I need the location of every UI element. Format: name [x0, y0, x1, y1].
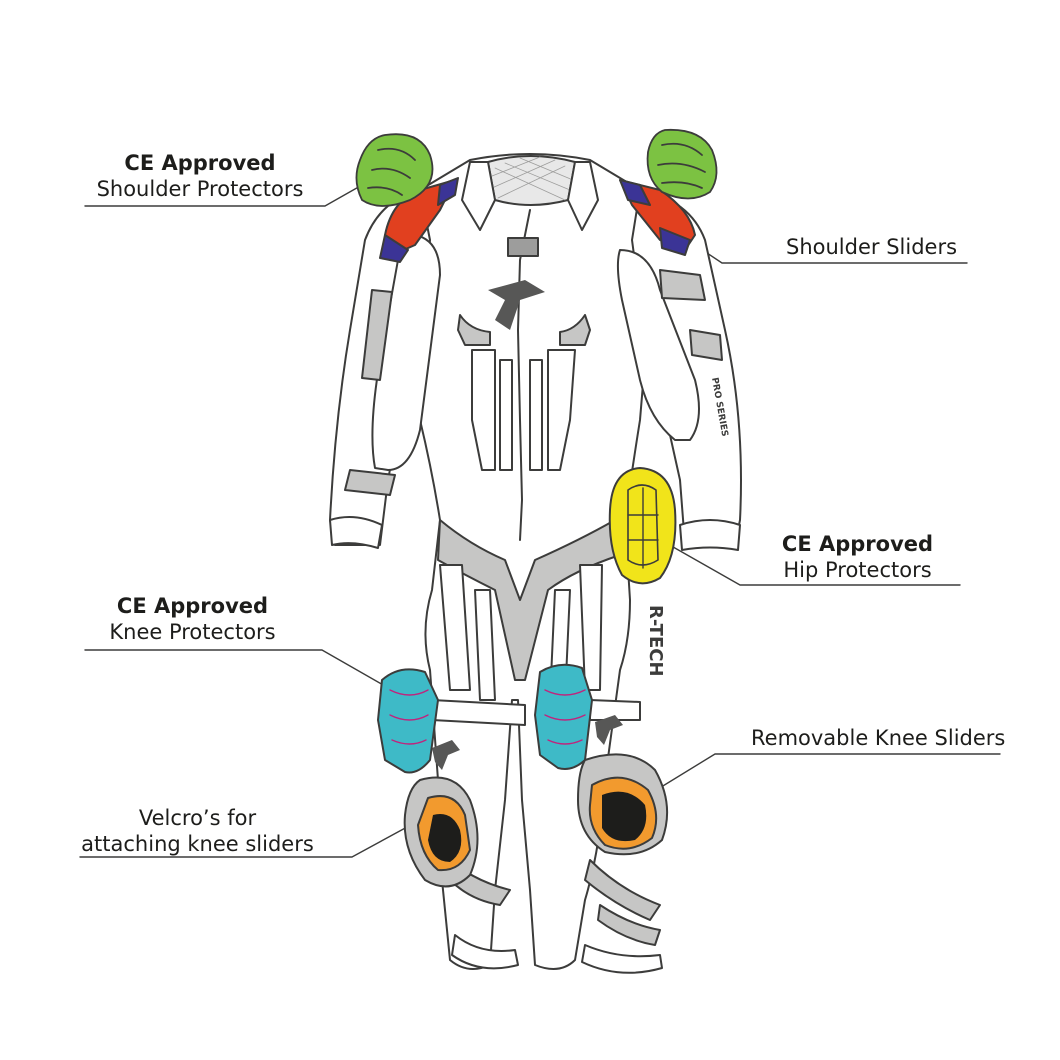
hip-protectors-title: CE Approved [781, 532, 934, 556]
right-knee-protector [534, 663, 593, 770]
hip-protectors-sub: Hip Protectors [783, 558, 932, 582]
hip-protector [608, 467, 677, 585]
shoulder-sliders [379, 177, 696, 263]
left-arm [329, 189, 441, 549]
shoulder-protectors-title: CE Approved [124, 151, 276, 175]
label-shoulder-protectors: CE Approved Shoulder Protectors [95, 150, 305, 202]
knee-sliders [403, 753, 669, 888]
shoulder-protectors [355, 128, 718, 207]
shoulder-sliders-sub: Shoulder Sliders [786, 235, 958, 259]
suit-body: R-TECH [403, 153, 666, 974]
knee-protectors-title: CE Approved [116, 594, 269, 618]
knee-protectors [377, 663, 593, 774]
leader-velcro [79, 819, 421, 858]
left-knee-protector [377, 668, 439, 774]
label-velcro: Velcro’s for attaching knee sliders [80, 805, 315, 857]
side-brand: R-TECH [645, 605, 666, 677]
chest-logo [488, 280, 545, 330]
leader-hip-protectors [651, 534, 961, 586]
knee-sliders-sub: Removable Knee Sliders [751, 726, 1006, 750]
label-shoulder-sliders: Shoulder Sliders [786, 234, 957, 260]
shoulder-protectors-sub: Shoulder Protectors [96, 177, 304, 201]
leader-knee-protectors [84, 649, 393, 691]
velcro-line1: Velcro’s for [138, 806, 257, 830]
label-knee-protectors: CE Approved Knee Protectors [95, 593, 290, 645]
right-arm: PRO SERIES [616, 189, 742, 551]
velcro-line2: attaching knee sliders [81, 832, 314, 856]
leader-knee-sliders [639, 753, 1001, 801]
knee-protectors-sub: Knee Protectors [109, 620, 276, 644]
label-hip-protectors: CE Approved Hip Protectors [770, 531, 945, 583]
label-knee-sliders: Removable Knee Sliders [751, 725, 1005, 751]
